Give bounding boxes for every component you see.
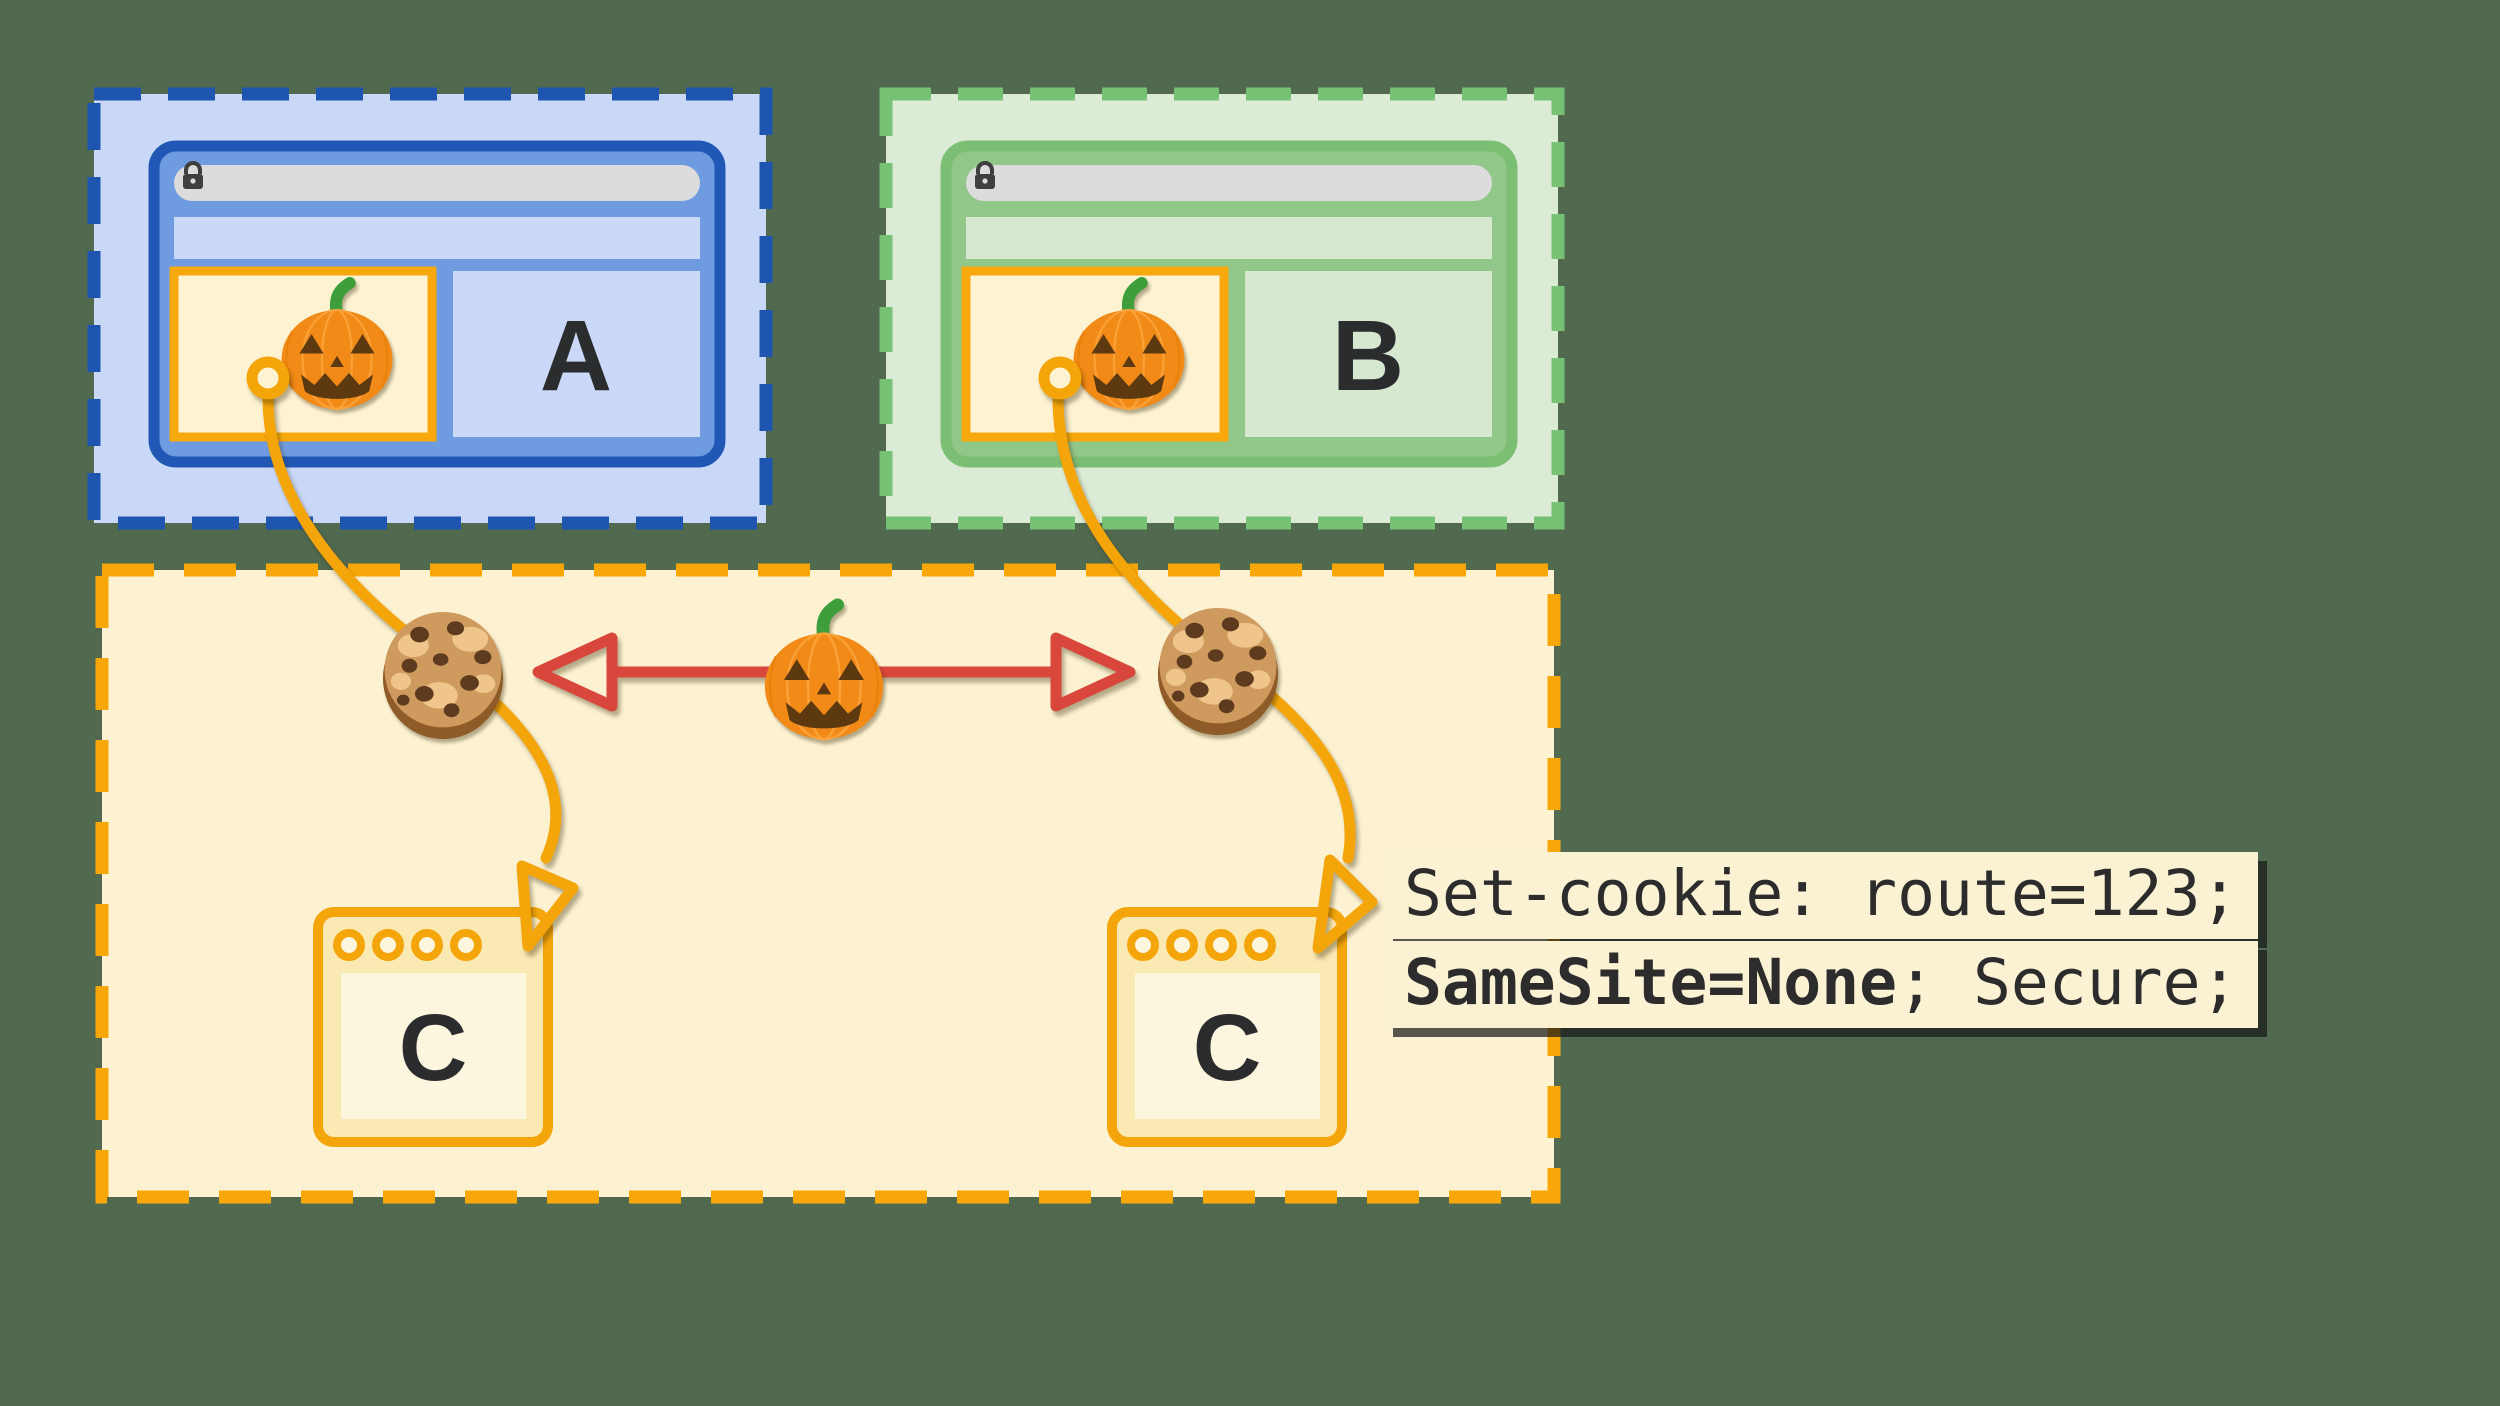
c-window-right-body: [1135, 973, 1320, 1119]
secure-text: ; Secure;: [1897, 946, 2239, 1019]
set-cookie-header-line2: SameSite=None; Secure;: [1384, 941, 2259, 1028]
set-cookie-text: Set-cookie: route=123;: [1404, 857, 2239, 930]
arrowhead-right-icon: [1050, 632, 1136, 712]
window-dots-icon: [1127, 929, 1276, 961]
arrowhead-left-icon: [532, 632, 618, 712]
site-c-right-letter: C: [1193, 995, 1262, 1101]
arrowhead-icon: [1312, 854, 1378, 954]
c-window-left-body: [341, 973, 526, 1119]
anchor-ring-icon: [246, 356, 290, 400]
arrowhead-icon: [516, 860, 579, 952]
cookie-icon: [1157, 607, 1279, 736]
browser-window-a: A: [148, 140, 726, 468]
content-strip-a: [174, 217, 700, 259]
content-strip-b: [966, 217, 1492, 259]
site-c-left-letter: C: [399, 995, 468, 1101]
page-panel-b: [1245, 271, 1492, 437]
browser-window-b: B: [940, 140, 1518, 468]
address-bar-b[interactable]: [966, 165, 1492, 201]
site-a-letter: A: [540, 300, 612, 412]
cookie-icon: [382, 611, 504, 740]
c-window-right: C: [1107, 907, 1347, 1147]
page-panel-a: [453, 271, 700, 437]
c-window-left: C: [313, 907, 553, 1147]
set-cookie-header-line1: Set-cookie: route=123;: [1384, 852, 2259, 939]
samesite-none-text: SameSite=None: [1404, 946, 1898, 1019]
site-b-letter: B: [1332, 300, 1404, 412]
window-dots-icon: [333, 929, 482, 961]
address-bar-a[interactable]: [174, 165, 700, 201]
site-a-box: A: [87, 87, 773, 530]
anchor-ring-icon: [1038, 356, 1082, 400]
site-b-box: B: [879, 87, 1565, 530]
